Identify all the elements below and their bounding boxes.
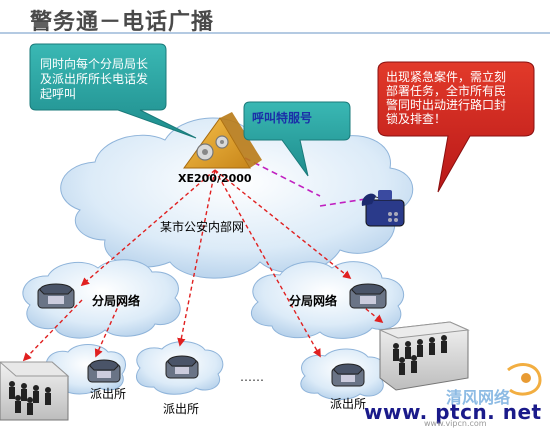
phone-icon-station-3 bbox=[331, 363, 365, 387]
station-3-label: 派出所 bbox=[330, 397, 367, 411]
watermark-url: www. ptcn. net bbox=[364, 400, 542, 424]
phone-icon-station-2 bbox=[165, 355, 199, 379]
station-1-label: 派出所 bbox=[90, 387, 127, 401]
branch-cloud-left bbox=[22, 259, 181, 339]
police-room-right bbox=[378, 321, 470, 391]
callout-middle-bubble bbox=[243, 101, 351, 177]
watermark-logo-icon bbox=[507, 363, 542, 396]
device-label: XE200/2000 bbox=[178, 172, 252, 185]
page-title: 警务通－电话广播 bbox=[30, 10, 215, 35]
xe200-device bbox=[183, 112, 262, 169]
phone-icon-branch-left bbox=[37, 283, 75, 309]
ellipsis-label: …… bbox=[240, 370, 264, 384]
callout-left-text: 同时向每个分局局长及派出所所长电话发起呼叫 bbox=[40, 57, 149, 101]
network-main-label: 某市公安内部网 bbox=[160, 220, 245, 234]
phone-icon-branch-right bbox=[349, 283, 387, 309]
desk-phone-icon bbox=[361, 190, 405, 227]
phone-icon-station-1 bbox=[87, 359, 121, 383]
callout-right-text: 出现紧急案件，需立刻部署任务，全市所有民警同时出动进行路口封锁及排查！ bbox=[386, 70, 507, 126]
branch-cloud-right bbox=[250, 261, 404, 339]
watermark-logo-text: 清风网络 bbox=[446, 388, 511, 407]
callout-middle-text: 呼叫特服号 bbox=[252, 111, 313, 125]
main-cloud bbox=[60, 117, 414, 279]
police-room-left bbox=[0, 361, 70, 421]
branch-right-label: 分局网络 bbox=[289, 294, 338, 308]
callout-left-bubble bbox=[29, 43, 197, 139]
branch-left-label: 分局网络 bbox=[92, 294, 141, 308]
watermark-small-url: www.vipcn.com bbox=[424, 419, 487, 428]
broadcast-arrows bbox=[22, 169, 384, 362]
callout-right-bubble bbox=[377, 61, 535, 193]
station-2-label: 派出所 bbox=[163, 402, 200, 416]
